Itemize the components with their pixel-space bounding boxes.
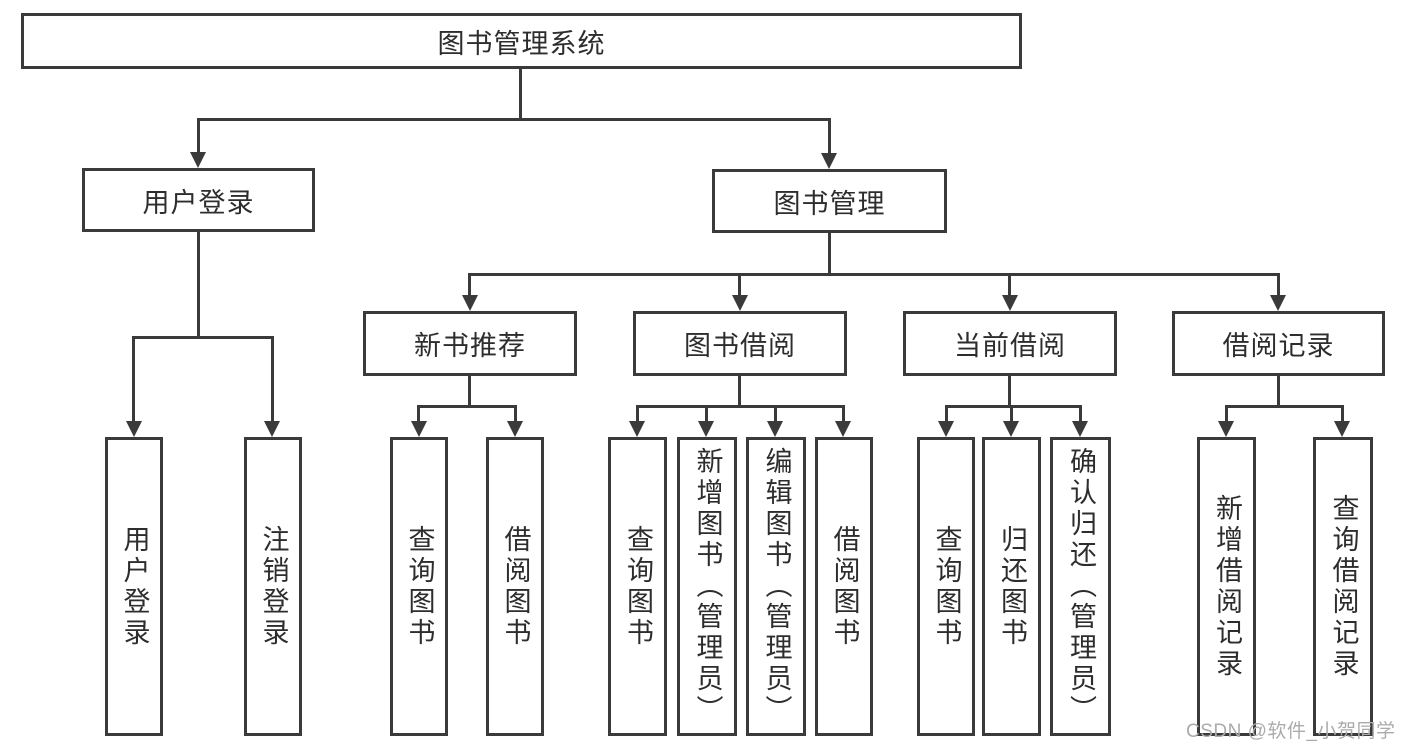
arrowhead bbox=[732, 295, 748, 311]
node-new-book-recommend-label: 新书推荐 bbox=[414, 331, 526, 361]
connector-drop-leaf bbox=[705, 405, 708, 424]
arrowhead bbox=[629, 421, 645, 437]
leaf-add-borrow-record: 新增借阅记录 bbox=[1197, 437, 1256, 736]
node-book-borrow-label: 图书借阅 bbox=[684, 331, 796, 361]
connector-section1-bar bbox=[418, 405, 517, 408]
node-book-borrow: 图书借阅 bbox=[633, 311, 847, 376]
leaf-confirm-return-admin: 确认归还（管理员） bbox=[1050, 437, 1111, 736]
connector-drop-section bbox=[738, 273, 741, 299]
node-user-login: 用户登录 bbox=[82, 168, 315, 232]
connector-drop-section bbox=[468, 273, 471, 299]
leaf-query-books-recommend-label: 查询图书 bbox=[404, 524, 435, 649]
connector-bookmgmt-stem bbox=[828, 233, 831, 276]
arrowhead bbox=[767, 421, 783, 437]
arrowhead bbox=[1334, 421, 1350, 437]
connector-drop-leaf bbox=[945, 405, 948, 424]
arrowhead bbox=[264, 421, 280, 437]
connector-userlogin-stem bbox=[197, 232, 200, 339]
node-new-book-recommend: 新书推荐 bbox=[363, 311, 577, 376]
node-current-borrow: 当前借阅 bbox=[903, 311, 1117, 376]
leaf-user-login-label: 用户登录 bbox=[119, 524, 150, 649]
leaf-add-books-admin-label: 新增图书（管理员） bbox=[692, 447, 723, 726]
arrowhead bbox=[821, 153, 837, 169]
node-borrow-records: 借阅记录 bbox=[1172, 311, 1385, 376]
csdn-watermark: CSDN @软件_小贺同学 bbox=[1186, 721, 1396, 742]
node-book-management: 图书管理 bbox=[712, 169, 947, 233]
connector-drop-leaf bbox=[417, 405, 420, 424]
leaf-confirm-return-admin-label: 确认归还（管理员） bbox=[1066, 447, 1096, 726]
connector-drop-leaf bbox=[636, 405, 639, 424]
connector-drop-leaf bbox=[271, 336, 274, 424]
connector-drop-leaf bbox=[514, 405, 517, 424]
connector-section2-stem bbox=[738, 376, 741, 408]
arrowhead bbox=[698, 421, 714, 437]
connector-section4-bar bbox=[1225, 405, 1344, 408]
connector-section2-bar bbox=[636, 405, 844, 408]
leaf-edit-books-admin-label: 编辑图书（管理员） bbox=[761, 447, 792, 726]
connector-section1-stem bbox=[468, 376, 471, 408]
leaf-query-books-borrow: 查询图书 bbox=[608, 437, 667, 736]
leaf-query-borrow-record: 查询借阅记录 bbox=[1313, 437, 1373, 736]
arrowhead bbox=[1218, 421, 1234, 437]
arrowhead bbox=[126, 421, 142, 437]
connector-drop-leaf bbox=[1341, 405, 1344, 424]
leaf-borrow-books-recommend-label: 借阅图书 bbox=[500, 524, 531, 649]
connector-drop-book-mgmt bbox=[828, 118, 831, 156]
leaf-query-books-borrow-label: 查询图书 bbox=[623, 524, 653, 649]
arrowhead bbox=[1270, 295, 1286, 311]
leaf-query-books-current-label: 查询图书 bbox=[931, 524, 962, 649]
connector-drop-leaf bbox=[1010, 405, 1013, 424]
node-book-management-label: 图书管理 bbox=[773, 188, 886, 219]
node-borrow-records-label: 借阅记录 bbox=[1222, 331, 1335, 361]
node-user-login-label: 用户登录 bbox=[142, 187, 255, 218]
arrowhead bbox=[1072, 421, 1088, 437]
arrowhead bbox=[462, 295, 478, 311]
leaf-borrow-books-label: 借阅图书 bbox=[829, 524, 860, 649]
arrowhead bbox=[411, 421, 427, 437]
connector-section3-stem bbox=[1008, 376, 1011, 408]
arrowhead bbox=[190, 152, 206, 168]
arrowhead bbox=[938, 421, 954, 437]
connector-root-bar bbox=[197, 118, 831, 121]
arrowhead bbox=[835, 421, 851, 437]
arrowhead bbox=[1002, 295, 1018, 311]
connector-drop-leaf bbox=[842, 405, 845, 424]
arrowhead bbox=[507, 421, 523, 437]
leaf-query-books-recommend: 查询图书 bbox=[390, 437, 448, 736]
arrowhead bbox=[1003, 421, 1019, 437]
leaf-add-books-admin: 新增图书（管理员） bbox=[677, 437, 737, 736]
leaf-logout: 注销登录 bbox=[244, 437, 302, 736]
connector-drop-leaf bbox=[132, 336, 135, 424]
leaf-edit-books-admin: 编辑图书（管理员） bbox=[746, 437, 806, 736]
node-root-label: 图书管理系统 bbox=[437, 28, 606, 59]
node-current-borrow-label: 当前借阅 bbox=[954, 331, 1066, 361]
connector-drop-user-login bbox=[197, 118, 200, 156]
leaf-return-books-label: 归还图书 bbox=[997, 524, 1027, 649]
leaf-logout-label: 注销登录 bbox=[258, 524, 289, 649]
connector-drop-leaf bbox=[1225, 405, 1228, 424]
connector-drop-section bbox=[1008, 273, 1011, 299]
connector-userlogin-bar bbox=[133, 336, 274, 339]
connector-drop-section bbox=[1277, 273, 1280, 299]
leaf-borrow-books-recommend: 借阅图书 bbox=[486, 437, 544, 736]
leaf-query-books-current: 查询图书 bbox=[917, 437, 975, 736]
connector-bookmgmt-bar bbox=[468, 273, 1280, 276]
leaf-query-borrow-record-label: 查询借阅记录 bbox=[1328, 493, 1359, 680]
leaf-borrow-books: 借阅图书 bbox=[815, 437, 873, 736]
connector-root-stem bbox=[519, 69, 522, 118]
connector-section4-stem bbox=[1277, 376, 1280, 408]
connector-section3-bar bbox=[945, 405, 1082, 408]
connector-drop-leaf bbox=[774, 405, 777, 424]
leaf-add-borrow-record-label: 新增借阅记录 bbox=[1212, 493, 1242, 680]
connector-drop-leaf bbox=[1079, 405, 1082, 424]
leaf-user-login: 用户登录 bbox=[105, 437, 163, 736]
leaf-return-books: 归还图书 bbox=[982, 437, 1041, 736]
node-root: 图书管理系统 bbox=[21, 13, 1022, 69]
